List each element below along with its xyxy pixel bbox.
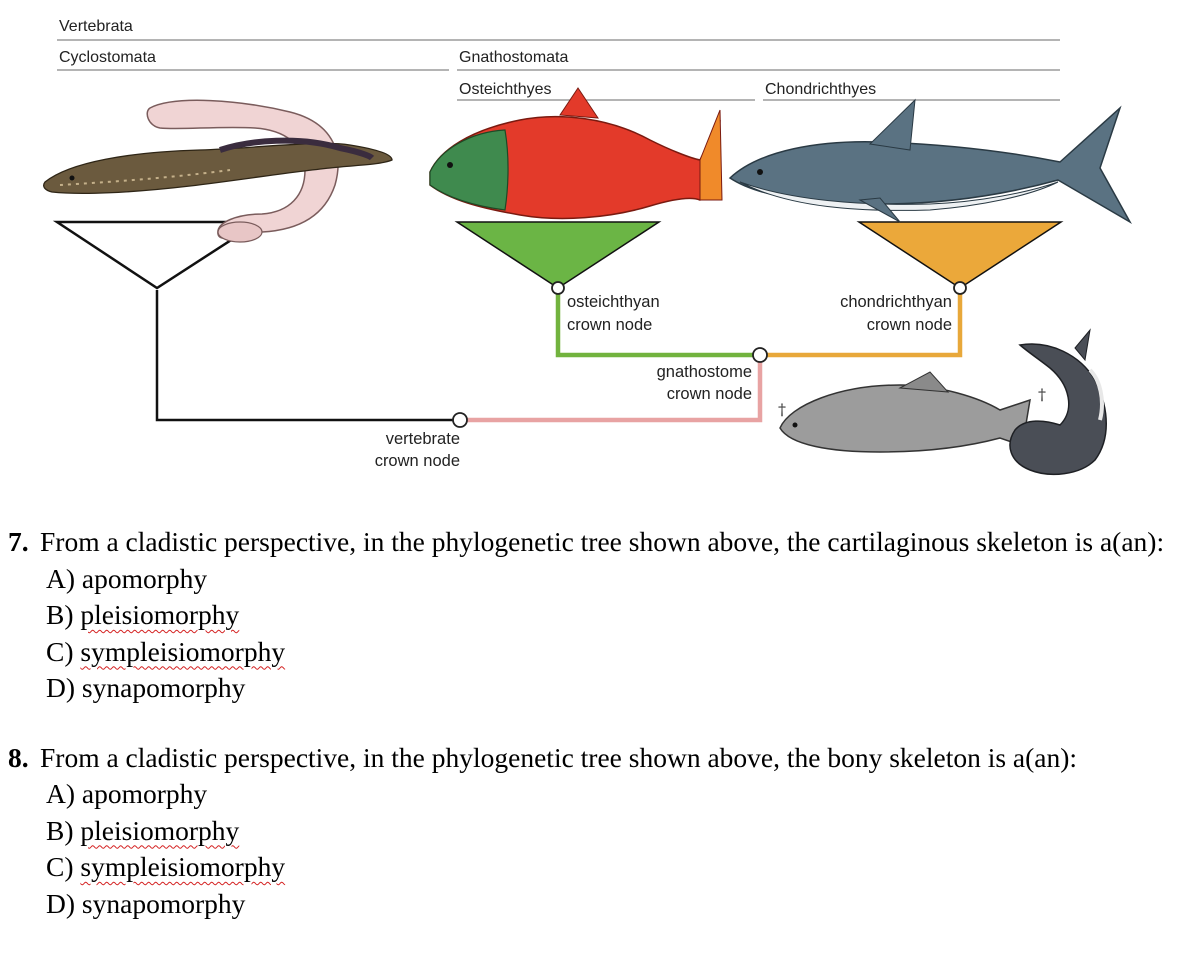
- questions-section: 7. From a cladistic perspective, in the …: [0, 524, 1192, 922]
- option-text: pleisiomorphy: [80, 599, 240, 630]
- option-b: B) pleisiomorphy: [46, 813, 1192, 850]
- osteichthyan-label-line1: osteichthyan: [567, 293, 660, 311]
- tree-branches: [155, 287, 963, 423]
- gnathostome-label-line2: crown node: [667, 385, 752, 403]
- option-b: B) pleisiomorphy: [46, 597, 1192, 634]
- option-text: sympleisiomorphy: [80, 635, 286, 667]
- chondrichthyes-clade-triangle: [856, 221, 1064, 289]
- osteichthyan-crown-node: [551, 281, 565, 295]
- clade-label-cyclostomata: Cyclostomata: [59, 49, 156, 66]
- placoderm-illustration: [779, 371, 1037, 453]
- osteichthyes-clade-triangle: [454, 221, 662, 289]
- option-letter: A): [46, 562, 76, 594]
- clade-label-chondrichthyes: Chondrichthyes: [765, 81, 876, 98]
- option-d: D) synapomorphy: [46, 886, 1192, 923]
- shark-illustration: [728, 98, 1132, 225]
- option-text: synapomorphy: [81, 887, 246, 919]
- lamprey-illustration: [43, 137, 393, 194]
- option-a: A) apomorphy: [46, 776, 1192, 813]
- question-8: 8. From a cladistic perspective, in the …: [0, 740, 1192, 923]
- option-text: synapomorphy: [81, 672, 246, 703]
- question-number: 7.: [8, 526, 29, 557]
- question-text: From a cladistic perspective, in the phy…: [40, 741, 1078, 773]
- vertebrate-label-line1: vertebrate: [386, 430, 460, 448]
- gnathostome-stem-branch: [460, 355, 763, 423]
- option-text: apomorphy: [81, 778, 208, 809]
- gnathostome-crown-node: [752, 347, 768, 363]
- option-letter: C): [46, 635, 74, 667]
- option-text: apomorphy: [81, 562, 208, 594]
- question-7: 7. From a cladistic perspective, in the …: [0, 524, 1192, 707]
- cyclostome-branch: [155, 290, 460, 422]
- chondrichthyes-branch: [760, 287, 963, 358]
- question-text: From a cladistic perspective, in the phy…: [40, 526, 1165, 557]
- question-number: 8.: [8, 741, 29, 773]
- option-letter: D): [46, 672, 76, 703]
- chondrichthyan-crown-node: [953, 281, 967, 295]
- answer-options: A) apomorphy B) pleisiomorphy C) symplei…: [46, 776, 1192, 922]
- acanthodian-illustration: [1009, 328, 1107, 476]
- osteichthyes-branch: [555, 287, 760, 358]
- answer-options: A) apomorphy B) pleisiomorphy C) symplei…: [46, 561, 1192, 707]
- chondrichthyan-label-line2: crown node: [867, 316, 952, 334]
- vertebrate-label-line2: crown node: [375, 452, 460, 470]
- clade-label-vertebrata: Vertebrata: [59, 18, 133, 35]
- chondrichthyan-label-line1: chondrichthyan: [840, 293, 952, 311]
- clade-label-gnathostomata: Gnathostomata: [459, 49, 569, 66]
- option-d: D) synapomorphy: [46, 670, 1192, 707]
- option-text: pleisiomorphy: [80, 814, 240, 846]
- gnathostome-label-line1: gnathostome: [657, 363, 752, 381]
- option-c: C) sympleisiomorphy: [46, 634, 1192, 671]
- extinct-marker-placoderm: †: [778, 400, 786, 419]
- extinct-marker-acanthodian: †: [1038, 385, 1046, 404]
- option-text: sympleisiomorphy: [80, 851, 286, 882]
- clade-label-osteichthyes: Osteichthyes: [459, 81, 551, 98]
- option-letter: C): [46, 851, 74, 882]
- cyclostome-clade-triangle: [52, 220, 264, 290]
- clade-headers: Vertebrata Cyclostomata Gnathostomata Os…: [57, 18, 1060, 101]
- option-a: A) apomorphy: [46, 561, 1192, 598]
- vertebrate-crown-node: [452, 412, 468, 428]
- option-letter: B): [46, 814, 74, 846]
- option-c: C) sympleisiomorphy: [46, 849, 1192, 886]
- osteichthyan-label-line2: crown node: [567, 316, 652, 334]
- option-letter: B): [46, 599, 74, 630]
- salmon-illustration: [429, 87, 723, 220]
- option-letter: D): [46, 887, 76, 919]
- hagfish-illustration: [146, 99, 339, 243]
- phylogenetic-tree-figure: Vertebrata Cyclostomata Gnathostomata Os…: [43, 18, 1132, 476]
- option-letter: A): [46, 778, 76, 809]
